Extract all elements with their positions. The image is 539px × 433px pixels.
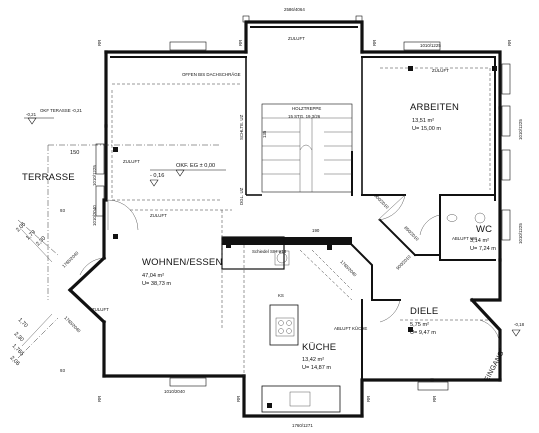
room-perimeter-living: U= 38,73 m <box>142 281 171 287</box>
dim-door-3: 900/2010 <box>395 254 412 271</box>
room-perimeter-kitchen: U= 14,87 m <box>302 365 331 371</box>
dim-bottom-window-2: 1760/1271 <box>292 423 313 428</box>
note-fridge: KS <box>278 293 284 298</box>
dim-top-right: 1010/1225 <box>420 43 441 48</box>
note-supply-air-4: ZULUFT <box>150 213 167 218</box>
rr-label-2: RR <box>238 40 243 46</box>
room-name-office: ARBEITEN <box>410 102 459 113</box>
note-stair: HOLZTREPPE <box>292 106 321 111</box>
dim-left-window-2: 1010/2040 <box>92 205 97 226</box>
room-name-wc: WC <box>476 224 492 235</box>
room-name-kitchen: KÜCHE <box>302 342 336 353</box>
dim-left-window-1: 1010/1225 <box>92 165 97 186</box>
dim-left-g: 2,06 <box>9 355 21 367</box>
terrace-outline <box>17 219 59 359</box>
note-exhaust-wc: ABLUFT WC <box>452 236 477 241</box>
dim-angle-2: 1765/2040 <box>63 315 82 334</box>
dim-190: 190 <box>312 228 320 233</box>
door-swings <box>79 194 501 349</box>
rr-label-7: RR <box>366 396 371 402</box>
dim-right-window-1: 1010/1225 <box>518 119 523 140</box>
rr-label-6: RR <box>236 396 241 402</box>
note-shaft-1: SCHLTE. UZ <box>239 114 244 140</box>
dim-left-a: 2,06 <box>15 221 27 233</box>
note-supply-air-5: ZULUFT <box>92 307 109 312</box>
note-level-018: -0,18 <box>514 322 525 327</box>
note-stair-spec: 15 STG. 19,3/26 <box>288 114 321 119</box>
dim-angle-1: 1765/2040 <box>61 250 80 269</box>
room-perimeter-hall: U= 9,47 m <box>410 330 436 336</box>
room-area-hall: 5,75 m² <box>410 322 429 328</box>
note-open-roof: OFFEN BIS DACHSCHRÄGE <box>182 72 241 77</box>
dim-150: 150 <box>70 150 79 156</box>
dim-left-e: 2,30 <box>13 331 25 343</box>
labels: TERRASSE WOHNEN/ESSEN 47,04 m² U= 38,73 … <box>9 7 525 428</box>
dim-door-2: 850/2010 <box>403 225 420 242</box>
dim-93-a: 93 <box>60 208 65 213</box>
section-markers <box>113 15 497 408</box>
room-name-living: WOHNEN/ESSEN <box>142 257 223 268</box>
note-level-021: -0,21 <box>26 112 37 117</box>
dim-right-window-2: 1010/1225 <box>518 223 523 244</box>
outer-walls <box>67 20 502 418</box>
dim-top-window: 2586/4064 <box>284 7 305 12</box>
fixtures <box>274 212 486 407</box>
window-frames <box>95 41 511 391</box>
note-exhaust-kitchen: ABLUFT KÜCHE <box>334 326 367 331</box>
room-name-terrace: TERRASSE <box>22 172 75 183</box>
note-shaft-2: DGL. UZ <box>239 187 244 205</box>
room-perimeter-office: U= 15,00 m <box>412 126 441 132</box>
note-terrace-level: OKF TERASSE -0,21 <box>40 108 82 113</box>
dim-angle-3: 1765/2040 <box>339 259 358 278</box>
room-area-wc: 3,14 m² <box>470 238 489 244</box>
level-markers <box>24 117 521 337</box>
rr-label-5: RR <box>97 396 102 402</box>
rr-label-1: RR <box>97 40 102 46</box>
rr-label-4: RR <box>507 40 512 46</box>
room-area-living: 47,04 m² <box>142 273 164 279</box>
staircase <box>261 103 353 193</box>
dim-left-c: 2,30 <box>35 235 47 247</box>
room-name-hall: DIELE <box>410 306 438 317</box>
note-level-016: - 0,16 <box>150 173 164 179</box>
room-name-entrance: EINGANG <box>484 350 506 383</box>
room-area-kitchen: 13,42 m² <box>302 357 324 363</box>
room-area-office: 13,51 m² <box>412 118 434 124</box>
dim-93-b: 93 <box>60 368 65 373</box>
note-stair-135: 135 <box>262 130 267 138</box>
note-supply-air-2: ZULUFT <box>123 159 140 164</box>
note-supply-air-1: ZULUFT <box>288 36 305 41</box>
dim-left-b: 1,79 <box>25 229 37 241</box>
note-floor-level: OKF. EG ± 0,00 <box>176 163 215 169</box>
overhead-lines <box>47 67 491 376</box>
rr-label-3: RR <box>372 40 377 46</box>
dim-bottom-window-1: 1010/2040 <box>164 389 185 394</box>
interior-walls <box>221 57 496 413</box>
room-perimeter-wc: U= 7,24 m <box>470 246 496 252</box>
rr-label-8: RR <box>432 396 437 402</box>
note-supply-air-3: ZULUFT <box>432 68 449 73</box>
dim-left-d: 1,70 <box>17 317 29 329</box>
note-chimney: Schiedel SIH ø18 <box>252 249 287 254</box>
